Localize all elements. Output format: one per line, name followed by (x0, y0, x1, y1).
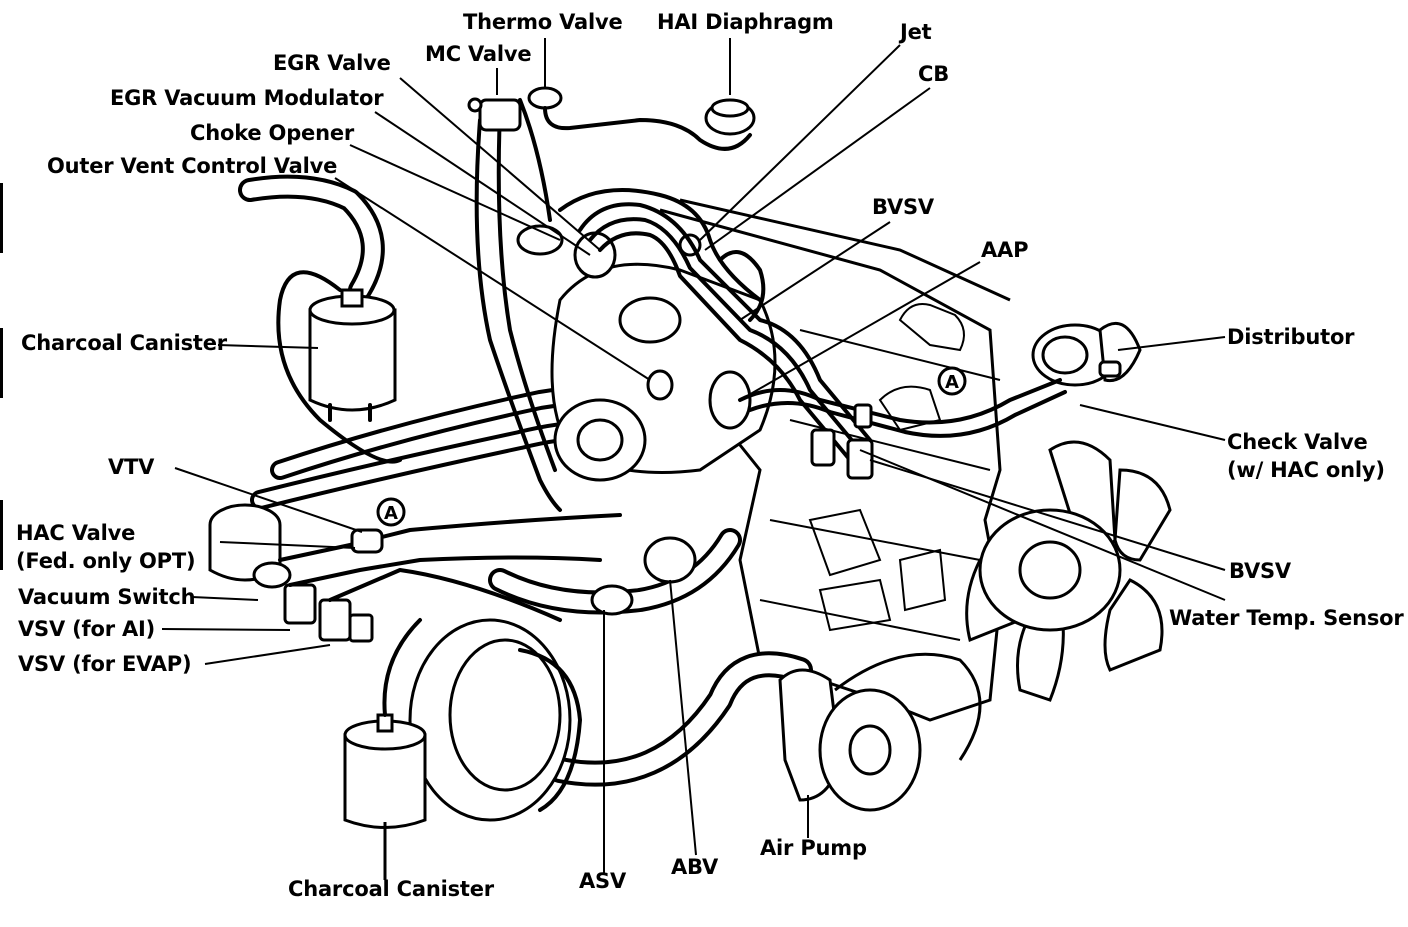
label-vtv: VTV (108, 455, 155, 479)
label-vacuum-switch: Vacuum Switch (18, 585, 196, 609)
carburetor-assembly (516, 224, 777, 482)
label-cb: CB (918, 62, 950, 86)
label-egr-valve: EGR Valve (273, 51, 391, 75)
mc-valve-part (467, 97, 522, 132)
label-bvsv-right: BVSV (1229, 559, 1291, 583)
margin-marks (0, 183, 3, 570)
distributor-unit (1031, 321, 1142, 387)
label-charcoal-canister-bottom: Charcoal Canister (288, 877, 494, 901)
label-asv: ASV (579, 869, 627, 893)
label-egr-vacuum-modulator: EGR Vacuum Modulator (110, 86, 384, 110)
label-check-valve: Check Valve (w/ HAC only) (1227, 430, 1385, 482)
label-hac-valve: HAC Valve (Fed. only OPT) (16, 521, 196, 573)
label-water-temp-sensor: Water Temp. Sensor (1169, 606, 1404, 630)
charcoal-canister-bottom-part (343, 618, 427, 880)
label-thermo-valve: Thermo Valve (463, 10, 623, 34)
label-outer-vent-control-valve: Outer Vent Control Valve (47, 154, 338, 178)
vacuum-hose-bundle (558, 188, 1067, 462)
label-air-pump: Air Pump (760, 836, 867, 860)
label-mc-valve: MC Valve (425, 42, 532, 66)
label-vsv-evap: VSV (for EVAP) (18, 652, 192, 676)
label-choke-opener: Choke Opener (190, 121, 355, 145)
label-jet: Jet (900, 20, 932, 44)
hai-diaphragm-part (704, 98, 756, 136)
sensor-parts (810, 403, 874, 480)
cooling-fan (965, 440, 1172, 702)
marker-a1-text: A (384, 503, 398, 524)
label-hai-diaphragm: HAI Diaphragm (657, 10, 834, 34)
engine-block (659, 198, 1011, 722)
label-distributor: Distributor (1227, 325, 1355, 349)
label-aap: AAP (981, 238, 1029, 262)
label-abv: ABV (671, 855, 719, 879)
left-valve-cluster (208, 503, 622, 643)
air-cleaner (408, 618, 582, 822)
marker-a2 (937, 366, 967, 396)
label-vsv-ai: VSV (for AI) (18, 617, 156, 641)
leader-lines (161, 38, 1226, 875)
label-bvsv-top: BVSV (872, 195, 934, 219)
label-charcoal-canister-top: Charcoal Canister (21, 331, 227, 355)
marker-a1 (376, 497, 406, 527)
vtv-part (350, 528, 384, 554)
asv-abv-parts (590, 536, 697, 616)
charcoal-canister-top-part (276, 270, 402, 464)
air-pump-unit (778, 652, 982, 812)
marker-a2-text: A (945, 372, 959, 393)
